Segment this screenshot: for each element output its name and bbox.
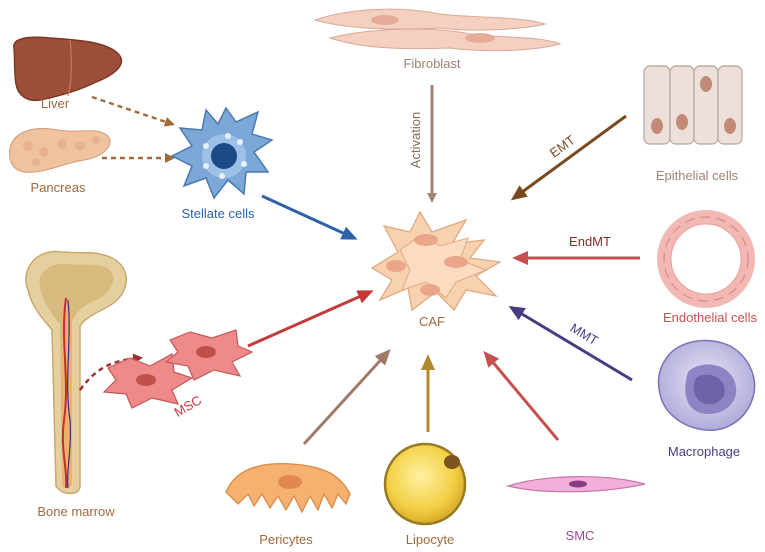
smc-arrow — [483, 350, 560, 441]
endothelial-cells-illustration — [657, 210, 755, 308]
macrophage-label: Macrophage — [668, 444, 740, 459]
stellate-cell-illustration — [170, 106, 274, 200]
mmt-arrow — [508, 305, 633, 382]
endmt-label: EndMT — [569, 234, 611, 249]
emt-arrow — [510, 114, 627, 201]
lipocyte-label: Lipocyte — [406, 532, 454, 547]
bone-marrow-label: Bone marrow — [37, 504, 115, 519]
msc-label: MSC — [171, 392, 204, 419]
stellate-label: Stellate cells — [182, 206, 255, 221]
pericytes-label: Pericytes — [259, 532, 313, 547]
epithelial-cells-illustration — [643, 65, 743, 145]
fibroblast-illustration — [313, 8, 562, 52]
liver-label: Liver — [41, 96, 70, 111]
bone-marrow-illustration — [25, 250, 127, 495]
pericytes-arrow — [302, 349, 391, 446]
smc-illustration — [505, 476, 646, 493]
macrophage-illustration — [657, 339, 756, 431]
caf-illustration — [370, 210, 502, 312]
endothelial-label: Endothelial cells — [663, 310, 757, 325]
liver-illustration — [13, 36, 123, 102]
smc-label: SMC — [566, 528, 595, 543]
caf-label: CAF — [419, 314, 445, 329]
pancreas-illustration — [9, 128, 111, 173]
fibroblast-label: Fibroblast — [403, 56, 460, 71]
stellate-arrow — [261, 194, 358, 240]
pericytes-illustration — [225, 463, 351, 514]
pancreas-label: Pancreas — [31, 180, 86, 195]
liver-arrow — [91, 95, 175, 127]
msc-illustration — [102, 329, 254, 409]
msc-arrow — [247, 290, 374, 348]
epithelial-label: Epithelial cells — [656, 168, 739, 183]
lipocyte-illustration — [383, 442, 467, 526]
activation-label: Activation — [408, 112, 423, 168]
